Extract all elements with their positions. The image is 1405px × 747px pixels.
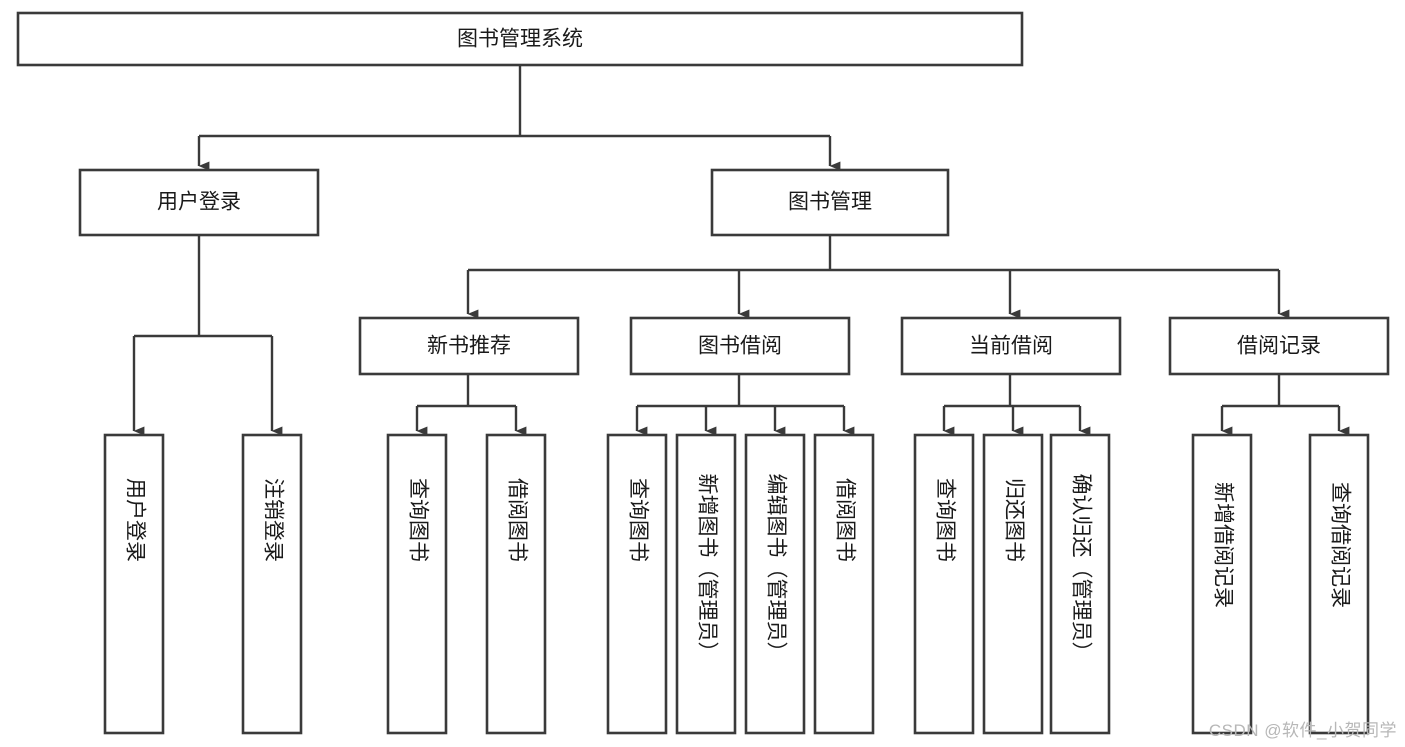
connectors-layer [132, 65, 1350, 436]
node-book-manage-box[interactable] [710, 168, 950, 237]
node-leaf-query-book-2-label: 查询图书 [626, 478, 649, 562]
node-user-login[interactable]: 用户登录 [78, 168, 320, 237]
node-leaf-query-book-2[interactable]: 查询图书 [606, 433, 668, 735]
node-leaf-user-login-box[interactable] [103, 433, 165, 735]
node-current-borrow-label: 当前借阅 [969, 335, 1053, 358]
node-leaf-add-record-label: 新增借阅记录 [1211, 482, 1234, 608]
node-leaf-confirm-return[interactable]: 确认归还（管理员） [1049, 433, 1111, 735]
node-borrow-record[interactable]: 借阅记录 [1168, 316, 1390, 376]
node-root-box[interactable] [16, 11, 1024, 67]
node-root-label: 图书管理系统 [457, 28, 583, 51]
node-leaf-edit-book-label: 编辑图书（管理员） [764, 474, 787, 663]
node-leaf-logout-login-label: 注销登录 [261, 478, 284, 562]
node-leaf-user-login-label: 用户登录 [123, 478, 146, 562]
node-leaf-user-login[interactable]: 用户登录 [103, 433, 165, 735]
node-leaf-query-book-2-box[interactable] [606, 433, 668, 735]
node-leaf-borrow-book-2-box[interactable] [813, 433, 875, 735]
node-borrow-record-label: 借阅记录 [1237, 335, 1321, 358]
node-leaf-query-book-3-label: 查询图书 [933, 478, 956, 562]
node-leaf-logout-login[interactable]: 注销登录 [241, 433, 303, 735]
node-new-book-recommend-box[interactable] [358, 316, 580, 376]
node-leaf-add-record-box[interactable] [1191, 433, 1253, 735]
csdn-watermark: CSDN @软件_小贺同学 [1208, 721, 1397, 740]
node-book-manage-label: 图书管理 [788, 191, 872, 214]
node-leaf-query-book-1[interactable]: 查询图书 [386, 433, 448, 735]
node-leaf-edit-book-box[interactable] [744, 433, 806, 735]
node-leaf-edit-book[interactable]: 编辑图书（管理员） [744, 433, 806, 735]
node-user-login-label: 用户登录 [157, 191, 241, 214]
node-book-manage[interactable]: 图书管理 [710, 168, 950, 237]
node-borrow-record-box[interactable] [1168, 316, 1390, 376]
node-leaf-add-book-label: 新增图书（管理员） [695, 474, 718, 663]
node-leaf-query-book-3-box[interactable] [913, 433, 975, 735]
node-leaf-add-record[interactable]: 新增借阅记录 [1191, 433, 1253, 735]
node-new-book-recommend-label: 新书推荐 [427, 335, 511, 358]
node-leaf-add-book[interactable]: 新增图书（管理员） [675, 433, 737, 735]
node-root[interactable]: 图书管理系统 [16, 11, 1024, 67]
node-leaf-borrow-book-2-label: 借阅图书 [833, 478, 856, 562]
node-leaf-confirm-return-box[interactable] [1049, 433, 1111, 735]
node-leaf-return-book-label: 归还图书 [1002, 478, 1025, 562]
node-leaf-confirm-return-label: 确认归还（管理员） [1069, 474, 1092, 663]
node-leaf-query-book-1-label: 查询图书 [406, 478, 429, 562]
node-current-borrow-box[interactable] [900, 316, 1122, 376]
node-leaf-query-record[interactable]: 查询借阅记录 [1308, 433, 1370, 735]
node-leaf-query-record-box[interactable] [1308, 433, 1370, 735]
node-new-book-recommend[interactable]: 新书推荐 [358, 316, 580, 376]
node-leaf-query-book-1-box[interactable] [386, 433, 448, 735]
node-leaf-return-book[interactable]: 归还图书 [982, 433, 1044, 735]
node-leaf-query-record-label: 查询借阅记录 [1328, 482, 1351, 608]
node-leaf-add-book-box[interactable] [675, 433, 737, 735]
node-leaf-borrow-book-1-label: 借阅图书 [505, 478, 528, 562]
node-leaf-return-book-box[interactable] [982, 433, 1044, 735]
node-book-borrow-box[interactable] [629, 316, 851, 376]
node-leaf-query-book-3[interactable]: 查询图书 [913, 433, 975, 735]
node-leaf-logout-login-box[interactable] [241, 433, 303, 735]
node-book-borrow-label: 图书借阅 [698, 335, 782, 358]
node-leaf-borrow-book-2[interactable]: 借阅图书 [813, 433, 875, 735]
node-book-borrow[interactable]: 图书借阅 [629, 316, 851, 376]
node-leaf-borrow-book-1-box[interactable] [485, 433, 547, 735]
node-user-login-box[interactable] [78, 168, 320, 237]
node-leaf-borrow-book-1[interactable]: 借阅图书 [485, 433, 547, 735]
node-current-borrow[interactable]: 当前借阅 [900, 316, 1122, 376]
